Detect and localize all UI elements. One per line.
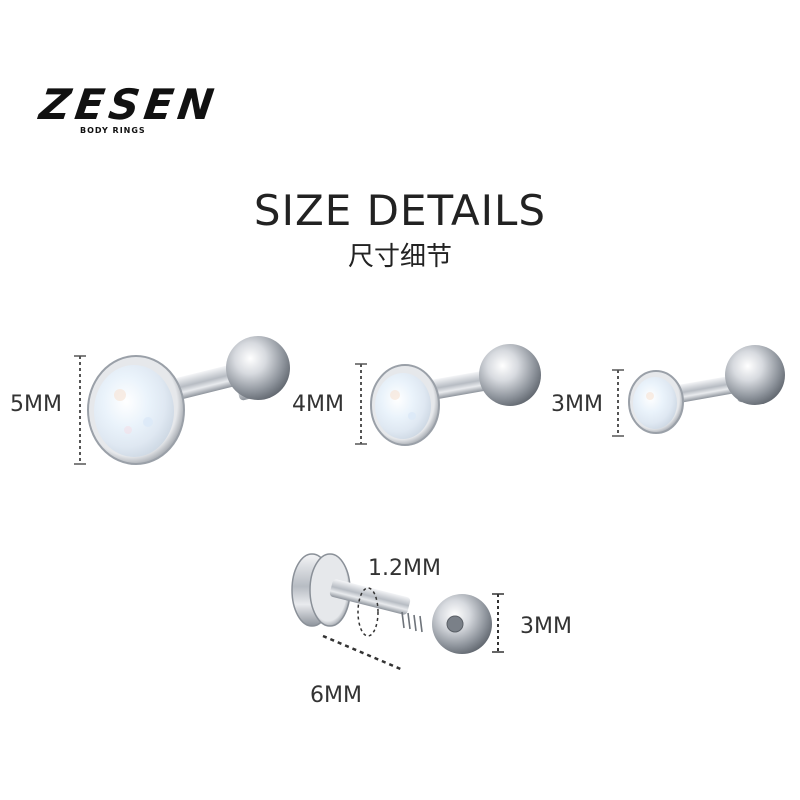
page-subtitle: 尺寸细节 (347, 242, 452, 272)
stud-ball (226, 336, 290, 400)
stud-ball (479, 344, 541, 406)
thread-size-label: 1.2MM (368, 556, 441, 581)
length-label: 6MM (310, 683, 362, 708)
stud-4mm (355, 344, 541, 446)
opal-stone (633, 377, 677, 429)
brand-tagline: BODY RINGS (80, 126, 146, 135)
length-dimension-line (322, 634, 404, 672)
stud-3mm (612, 345, 785, 437)
ball-size-label: 3MM (520, 614, 572, 639)
size-label-5mm: 5MM (10, 392, 62, 417)
threaded-post (329, 579, 411, 615)
stud-5mm (74, 336, 290, 465)
opal-stone (375, 373, 431, 439)
size-label-3mm: 3MM (551, 392, 603, 417)
stud-ball (725, 345, 785, 405)
opal-stone (94, 365, 174, 457)
size-label-4mm: 4MM (292, 392, 344, 417)
exploded-diagram (291, 553, 504, 672)
page-title: SIZE DETAILS (253, 186, 547, 235)
thread-diameter-marker (357, 587, 379, 637)
